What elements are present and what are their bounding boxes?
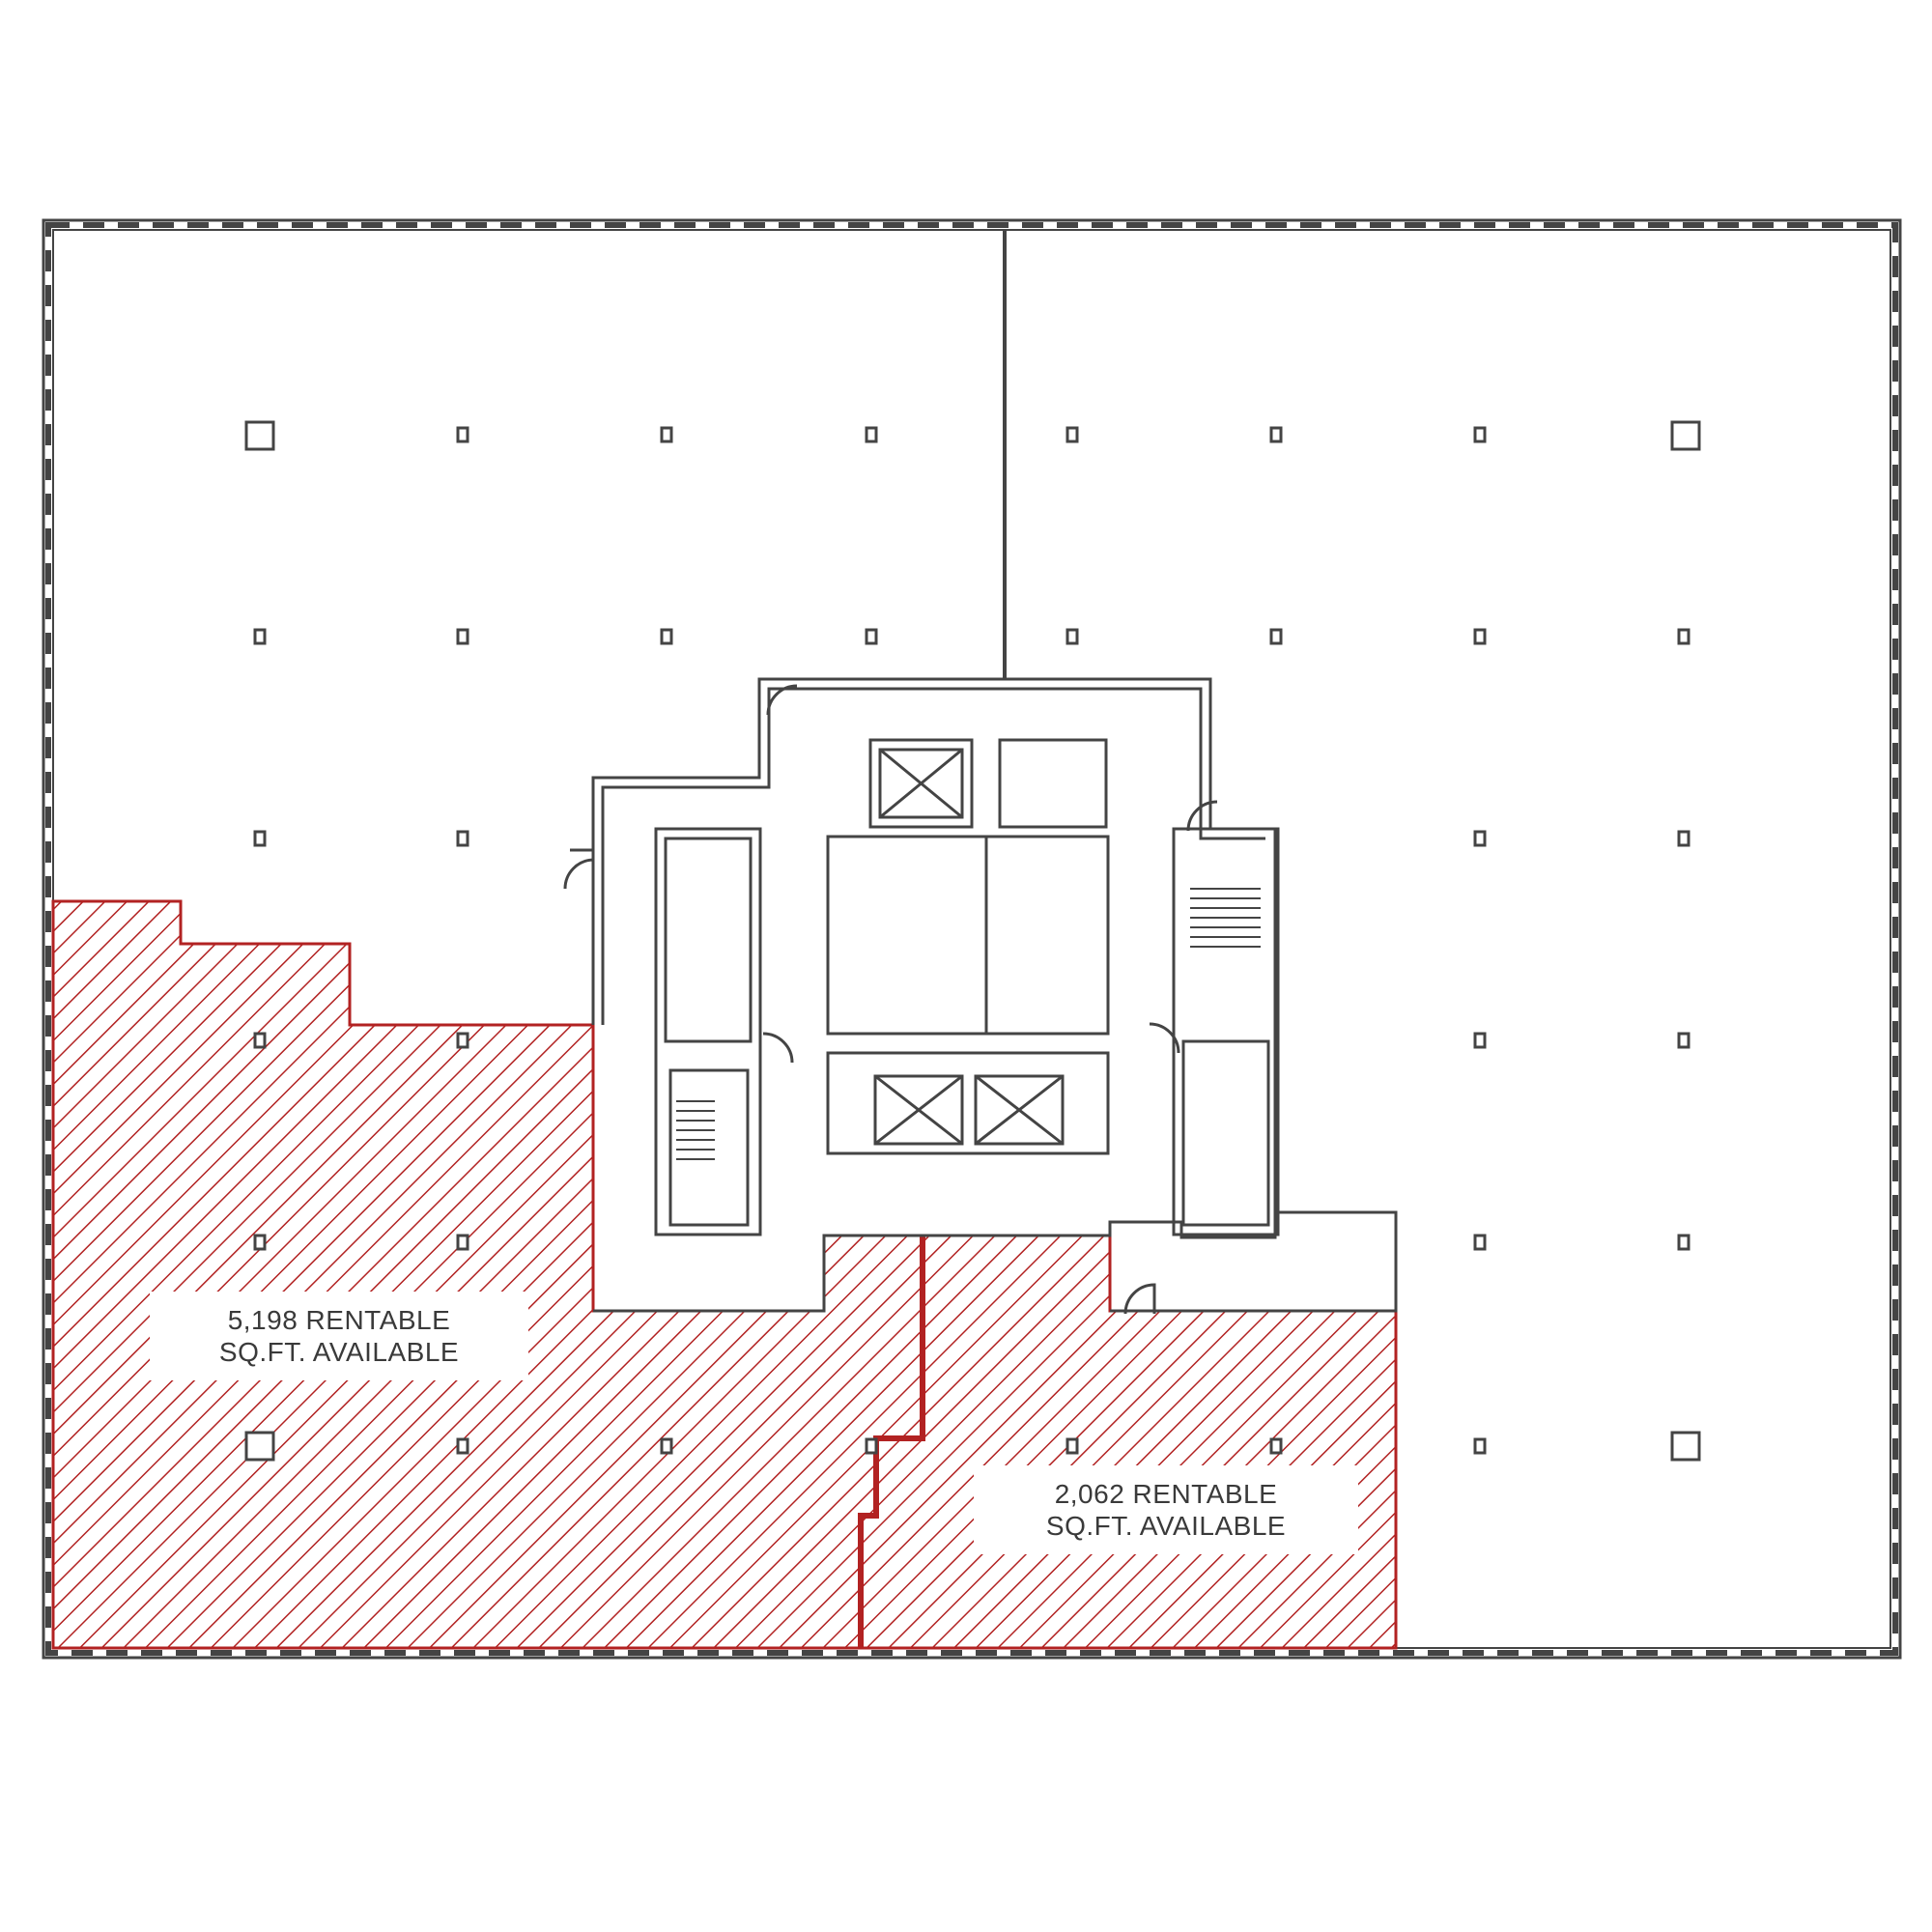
space-a-area: 5,198 RENTABLE: [227, 1305, 451, 1335]
demising-wall: [858, 1236, 925, 1648]
space-b-status: SQ.FT. AVAILABLE: [1045, 1511, 1287, 1541]
structural-columns: [244, 420, 1701, 1462]
available-space-b[interactable]: [859, 1234, 1398, 1650]
space-b-area: 2,062 RENTABLE: [1054, 1479, 1278, 1509]
available-space-a[interactable]: [51, 899, 924, 1650]
space-a-status: SQ.FT. AVAILABLE: [218, 1337, 460, 1367]
space-b-label: 2,062 RENTABLE SQ.FT. AVAILABLE: [974, 1465, 1358, 1554]
building-core: [563, 677, 1398, 1315]
space-a-label: 5,198 RENTABLE SQ.FT. AVAILABLE: [150, 1292, 528, 1380]
